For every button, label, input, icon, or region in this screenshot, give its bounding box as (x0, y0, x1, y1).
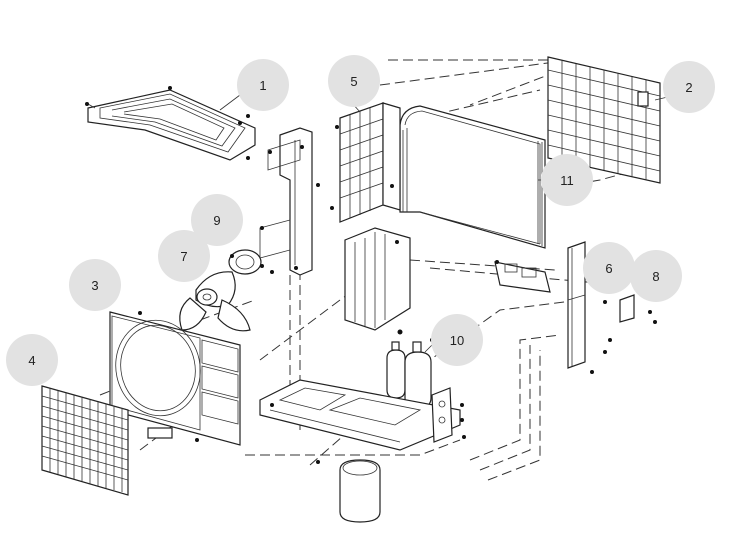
condenser-coil (399, 105, 546, 249)
rear-grille-panel (547, 56, 661, 184)
valve-cover (619, 294, 657, 324)
callout-label: 3 (91, 278, 98, 293)
callout-label: 7 (180, 249, 187, 264)
callout-label: 1 (259, 78, 266, 93)
callout-label: 11 (560, 173, 574, 188)
callout-part-5: 5 (328, 55, 380, 107)
callout-part-3: 3 (69, 259, 121, 311)
callout-part-11: 11 (541, 154, 593, 206)
front-panel (109, 311, 241, 446)
callout-part-1: 1 (237, 59, 289, 111)
part-callouts: 1 2 3 4 5 6 7 8 (6, 55, 715, 386)
callout-part-2: 2 (663, 61, 715, 113)
top-cover-panel (85, 86, 256, 161)
callout-label: 2 (685, 80, 692, 95)
fan-blade (179, 271, 251, 332)
callout-part-7: 7 (158, 230, 210, 282)
electrical-box (494, 260, 551, 293)
fan-motor (228, 249, 264, 275)
compressor (386, 329, 434, 409)
callout-part-9: 9 (191, 194, 243, 246)
base-pan (259, 379, 461, 464)
callout-label: 8 (652, 269, 659, 284)
sound-jacket (339, 459, 381, 523)
partition-panel (344, 227, 411, 331)
callout-label: 6 (605, 261, 612, 276)
callout-label: 4 (28, 353, 35, 368)
side-grille-panel (330, 102, 401, 223)
callout-label: 5 (350, 74, 357, 89)
front-grille (41, 385, 129, 496)
callout-part-8: 8 (630, 250, 682, 302)
callout-label: 9 (213, 213, 220, 228)
callout-label: 10 (450, 333, 464, 348)
callout-part-4: 4 (6, 334, 58, 386)
motor-bracket (259, 127, 320, 276)
callout-part-6: 6 (583, 242, 635, 294)
valve-bracket (431, 387, 466, 443)
right-side-panel (567, 241, 612, 374)
callout-part-10: 10 (431, 314, 483, 366)
